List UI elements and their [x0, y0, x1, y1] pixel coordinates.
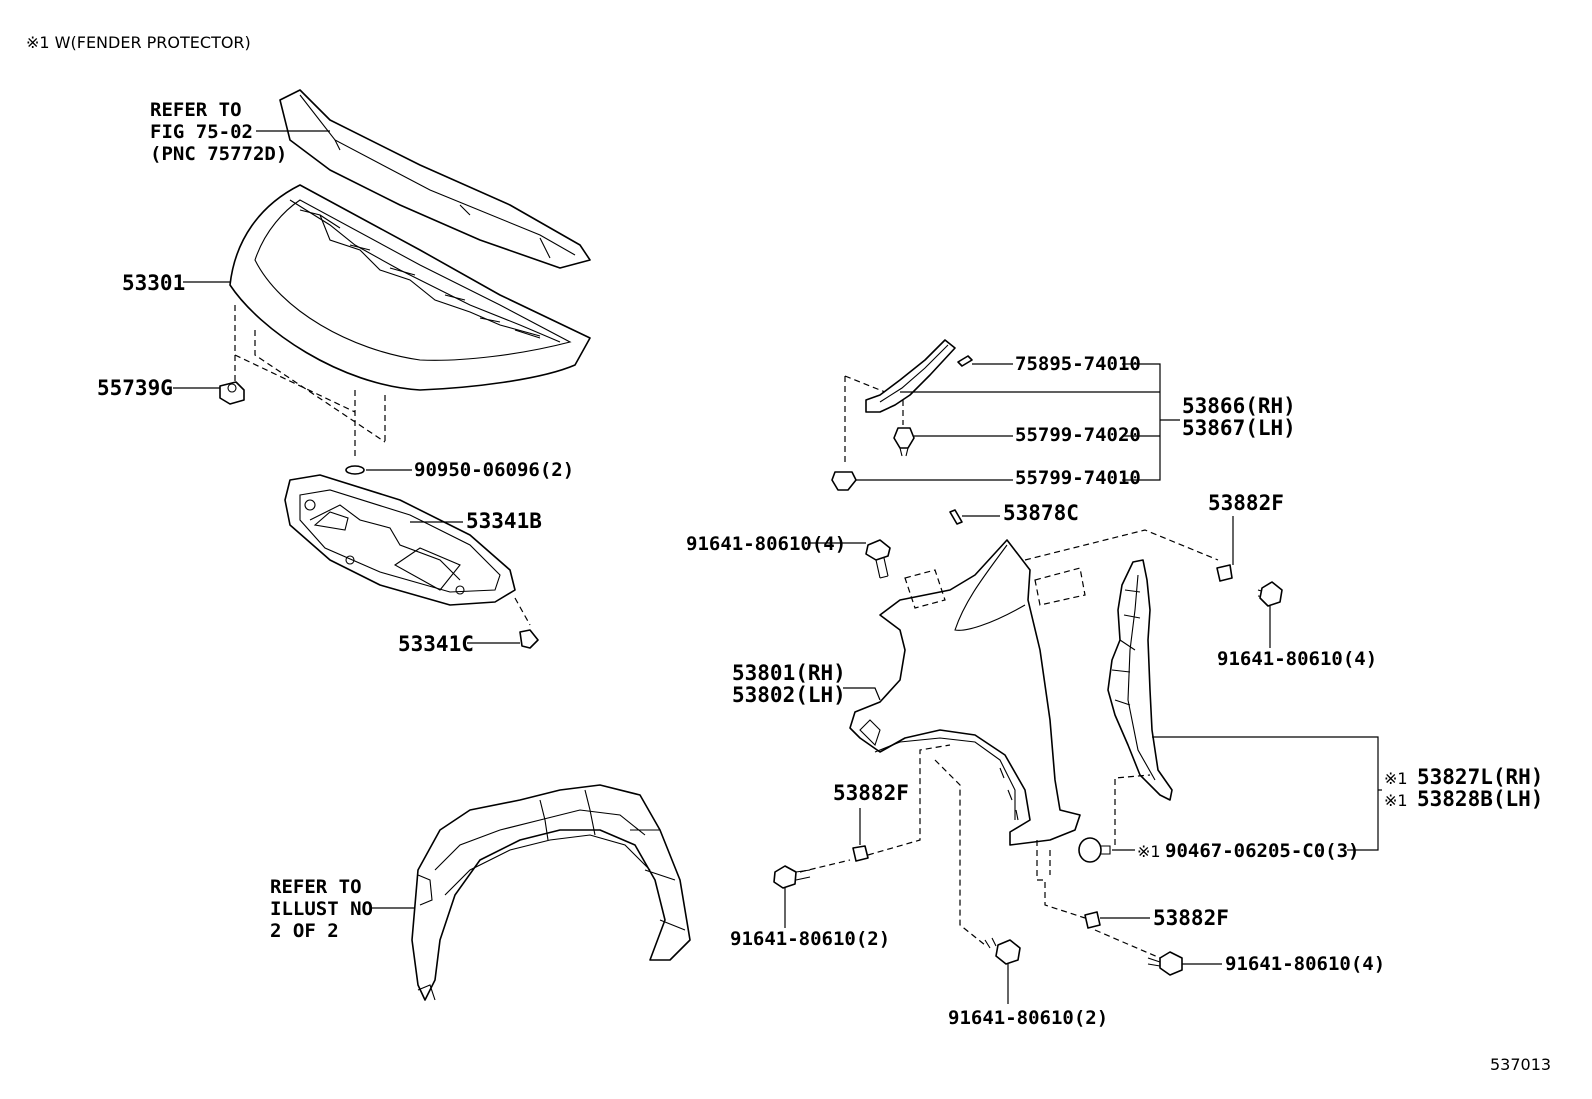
- label-protector-clip-mark: ※1: [1137, 842, 1161, 861]
- label-insulator-clip: 53341C: [398, 632, 474, 656]
- label-hood-cushion: 55739G: [97, 376, 173, 400]
- label-protector-clip: 90467-06205-C0(3): [1165, 840, 1359, 862]
- label-clip-a: 55799-74020: [1015, 424, 1141, 446]
- label-bolt-top: 91641-80610(4): [686, 533, 846, 555]
- label-hood: 53301: [122, 271, 185, 295]
- label-nut-left: 53882F: [833, 781, 909, 805]
- clip-a-drawing: [893, 427, 915, 457]
- label-bolt-bottom: 91641-80610(2): [948, 1007, 1108, 1029]
- ref-illust-line2: ILLUST NO: [270, 898, 373, 920]
- label-bolt-bottom-right: 91641-80610(4): [1225, 953, 1385, 975]
- bolt-top-drawing: [865, 539, 891, 579]
- header-note: ※1 W(FENDER PROTECTOR): [26, 33, 251, 52]
- front-fender-drawing: [849, 539, 1081, 846]
- fender-cushion-drawing: [949, 509, 963, 525]
- label-fender-rh: 53801(RH): [732, 661, 846, 685]
- protector-clip-drawing: [1078, 837, 1111, 863]
- bolt-left-drawing: [773, 865, 811, 889]
- bolt-right-top-drawing: [1257, 581, 1283, 607]
- bolt-bottom-right-drawing: [1147, 951, 1183, 976]
- label-protector-mark-rh: ※1: [1384, 769, 1408, 788]
- label-protector-mark-lh: ※1: [1384, 791, 1408, 810]
- nut-left-drawing: [852, 845, 869, 862]
- label-fender-seal-rh: 53866(RH): [1182, 394, 1296, 418]
- diagram-id: 537013: [1490, 1055, 1551, 1074]
- ref-illust-line3: 2 OF 2: [270, 920, 339, 942]
- label-plug: 90950-06096(2): [414, 459, 574, 481]
- insulator-clip-drawing: [519, 629, 539, 649]
- hood-panel-drawing: [229, 184, 591, 391]
- label-fender-cushion: 53878C: [1003, 501, 1079, 525]
- ref-fig-line2: FIG 75-02: [150, 121, 253, 143]
- wheel-liner-drawing: [411, 784, 691, 1001]
- fender-protector-drawing: [1107, 559, 1173, 801]
- label-nut-right-top: 53882F: [1208, 491, 1284, 515]
- nut-right-top-drawing: [1216, 564, 1233, 582]
- label-clip-b: 55799-74010: [1015, 467, 1141, 489]
- ref-fig-line3: (PNC 75772D): [150, 143, 287, 165]
- nut-bottom-drawing: [1084, 911, 1101, 929]
- hood-cushion-drawing: [219, 381, 245, 405]
- label-bolt-right-top: 91641-80610(4): [1217, 648, 1377, 670]
- hood-insulator-drawing: [284, 474, 516, 606]
- plug-drawing: [345, 465, 365, 475]
- ref-fig-line1: REFER TO: [150, 99, 242, 121]
- label-protector-lh: 53828B(LH): [1417, 787, 1543, 811]
- label-bolt-left: 91641-80610(2): [730, 928, 890, 950]
- label-fender-seal-lh: 53867(LH): [1182, 416, 1296, 440]
- bolt-bottom-drawing: [984, 937, 1021, 965]
- label-nut-bottom: 53882F: [1153, 906, 1229, 930]
- clip-b-drawing: [831, 471, 857, 491]
- hood-molding-drawing: [279, 89, 591, 269]
- fender-seal-drawing: [865, 339, 973, 413]
- ref-illust-line1: REFER TO: [270, 876, 362, 898]
- label-fender-lh: 53802(LH): [732, 683, 846, 707]
- label-insulator: 53341B: [466, 509, 542, 533]
- label-seal: 75895-74010: [1015, 353, 1141, 375]
- label-protector-rh: 53827L(RH): [1417, 765, 1543, 789]
